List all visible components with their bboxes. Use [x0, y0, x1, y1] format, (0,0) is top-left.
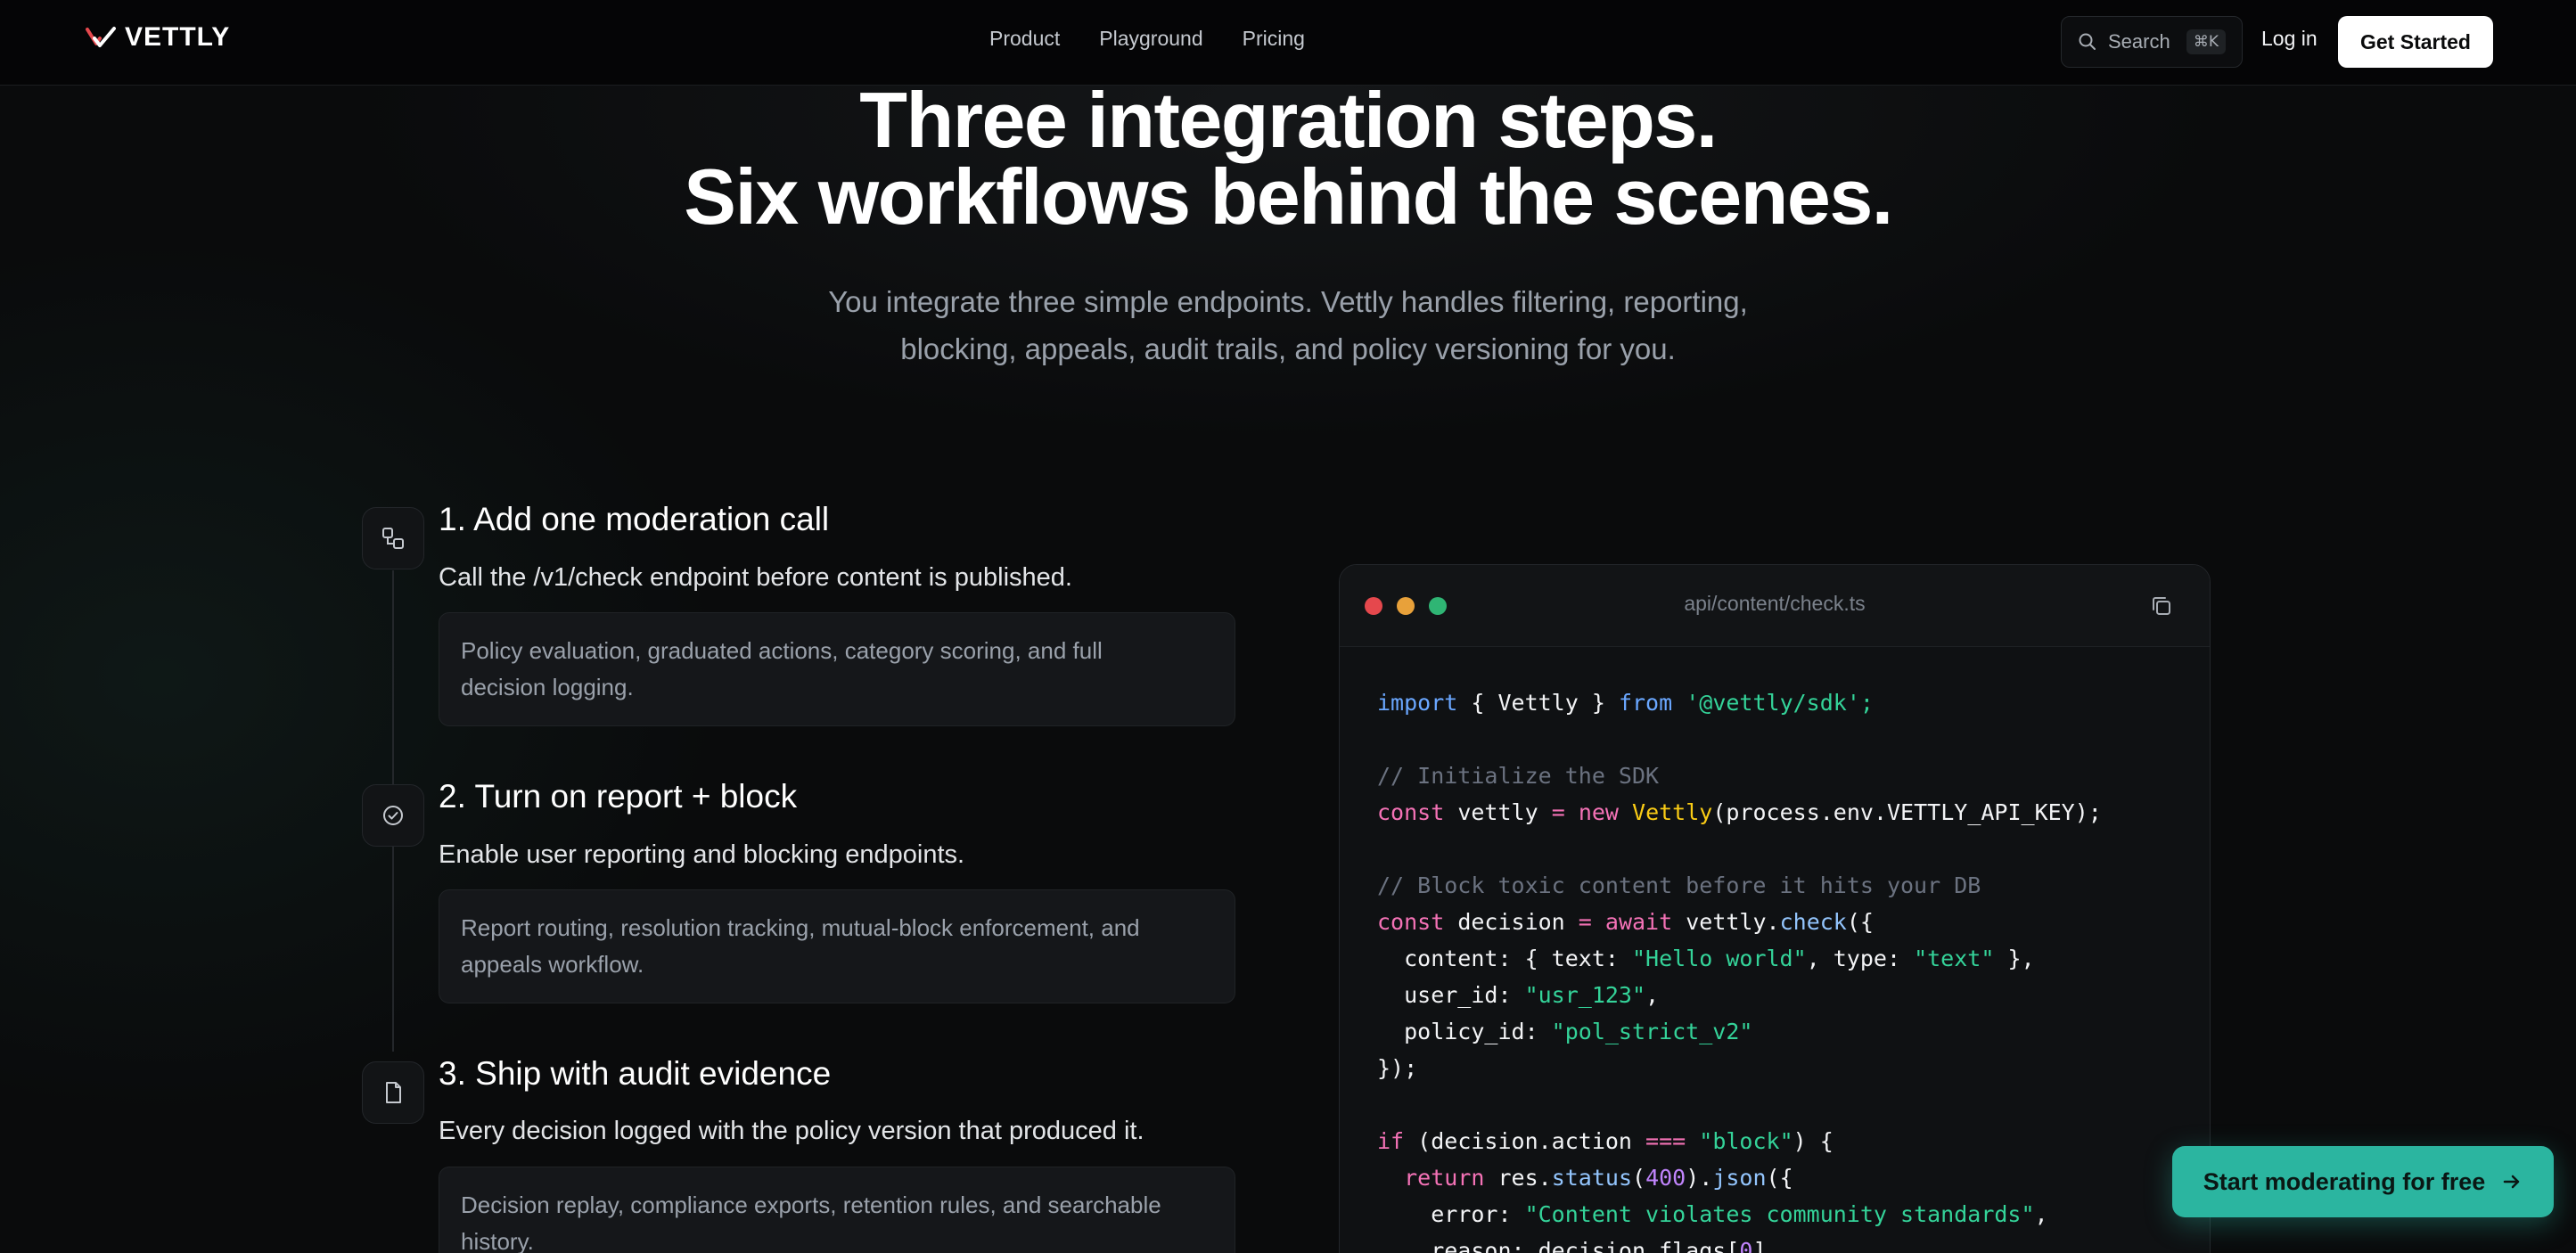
code-line: policy_id: "pol_strict_v2" [1377, 1019, 1753, 1044]
window-minimize-dot [1397, 597, 1415, 615]
nav-link-product[interactable]: Product [989, 27, 1061, 50]
code-line: // Initialize the SDK [1377, 763, 1660, 789]
code-line [1377, 831, 2172, 867]
start-moderating-label: Start moderating for free [2203, 1167, 2486, 1195]
code-line: import { Vettly } from '@vettly/sdk'; [1377, 690, 1874, 716]
code-line: const vettly = new Vettly(process.env.VE… [1377, 799, 2102, 825]
code-line [1377, 1086, 2172, 1123]
code-line [1377, 721, 2172, 758]
code-window-header: api/content/check.ts [1340, 565, 2210, 647]
get-started-button[interactable]: Get Started [2338, 16, 2493, 68]
code-line: // Block toxic content before it hits yo… [1377, 872, 1981, 898]
step-3-description: Every decision logged with the policy ve… [439, 1117, 1144, 1145]
step-3-detail-line-2: history. [461, 1228, 534, 1253]
hero-title: Three integration steps. Six workflows b… [0, 76, 2576, 241]
copy-icon[interactable] [2149, 594, 2174, 618]
hero-subtitle: You integrate three simple endpoints. Ve… [753, 278, 1823, 373]
window-maximize-dot [1429, 597, 1447, 615]
check-circle-icon [362, 784, 424, 847]
search-label: Search [2108, 30, 2170, 53]
step-2-detail: Report routing, resolution tracking, mut… [439, 889, 1235, 1003]
brand-name: VETTLY [125, 22, 231, 52]
code-line: const decision = await vettly.check({ [1377, 909, 1874, 935]
nav-link-pricing[interactable]: Pricing [1242, 27, 1305, 50]
hero-title-line-2: Six workflows behind the scenes. [684, 152, 1893, 241]
step-1-detail-line-1: Policy evaluation, graduated actions, ca… [461, 637, 1103, 664]
top-nav: VETTLY Product Playground Pricing Search… [0, 0, 2576, 86]
step-3-detail-line-1: Decision replay, compliance exports, ret… [461, 1192, 1161, 1218]
step-1-detail: Policy evaluation, graduated actions, ca… [439, 612, 1235, 726]
brand-logo[interactable]: VETTLY [86, 20, 230, 55]
document-icon [362, 1061, 424, 1124]
start-moderating-button[interactable]: Start moderating for free [2172, 1146, 2554, 1217]
login-link[interactable]: Log in [2261, 27, 2318, 50]
nav-link-playground[interactable]: Playground [1099, 27, 1203, 50]
code-line: if (decision.action === "block") { [1377, 1128, 1834, 1154]
step-2-description: Enable user reporting and blocking endpo… [439, 840, 965, 869]
code-line: }); [1377, 1055, 1418, 1081]
hero-subtitle-line-2: blocking, appeals, audit trails, and pol… [900, 332, 1676, 365]
arrow-right-icon [2504, 1175, 2520, 1189]
step-1-detail-line-2: decision logging. [461, 674, 634, 700]
step-3-detail: Decision replay, compliance exports, ret… [439, 1167, 1235, 1253]
window-close-dot [1365, 597, 1382, 615]
step-1-description: Call the /v1/check endpoint before conte… [439, 563, 1072, 592]
code-line: content: { text: "Hello world", type: "t… [1377, 946, 2035, 971]
hero-subtitle-line-1: You integrate three simple endpoints. Ve… [828, 285, 1748, 318]
step-3-title: 3. Ship with audit evidence [439, 1055, 832, 1092]
logo-icon [86, 27, 116, 47]
code-line: user_id: "usr_123", [1377, 982, 1660, 1008]
code-body: import { Vettly } from '@vettly/sdk'; //… [1340, 647, 2210, 1253]
code-filename: api/content/check.ts [1684, 592, 1866, 615]
code-line: reason: decision.flags[0] [1377, 1238, 1767, 1253]
workflow-icon [362, 507, 424, 569]
step-2-detail-line-1: Report routing, resolution tracking, mut… [461, 914, 1140, 941]
search-shortcut: ⌘K [2186, 29, 2226, 54]
search-icon [2079, 33, 2096, 50]
search-button[interactable]: Search ⌘K [2061, 16, 2243, 68]
step-2-title: 2. Turn on report + block [439, 778, 798, 815]
code-line: return res.status(400).json({ [1404, 1165, 1793, 1191]
hero-title-line-1: Three integration steps. [859, 76, 1718, 164]
nav-links: Product Playground Pricing [989, 27, 1305, 51]
step-1-title: 1. Add one moderation call [439, 501, 830, 537]
step-2-detail-line-2: appeals workflow. [461, 951, 644, 978]
code-line: error: "Content violates community stand… [1377, 1201, 2048, 1227]
code-window: api/content/check.ts import { Vettly } f… [1339, 564, 2211, 1253]
